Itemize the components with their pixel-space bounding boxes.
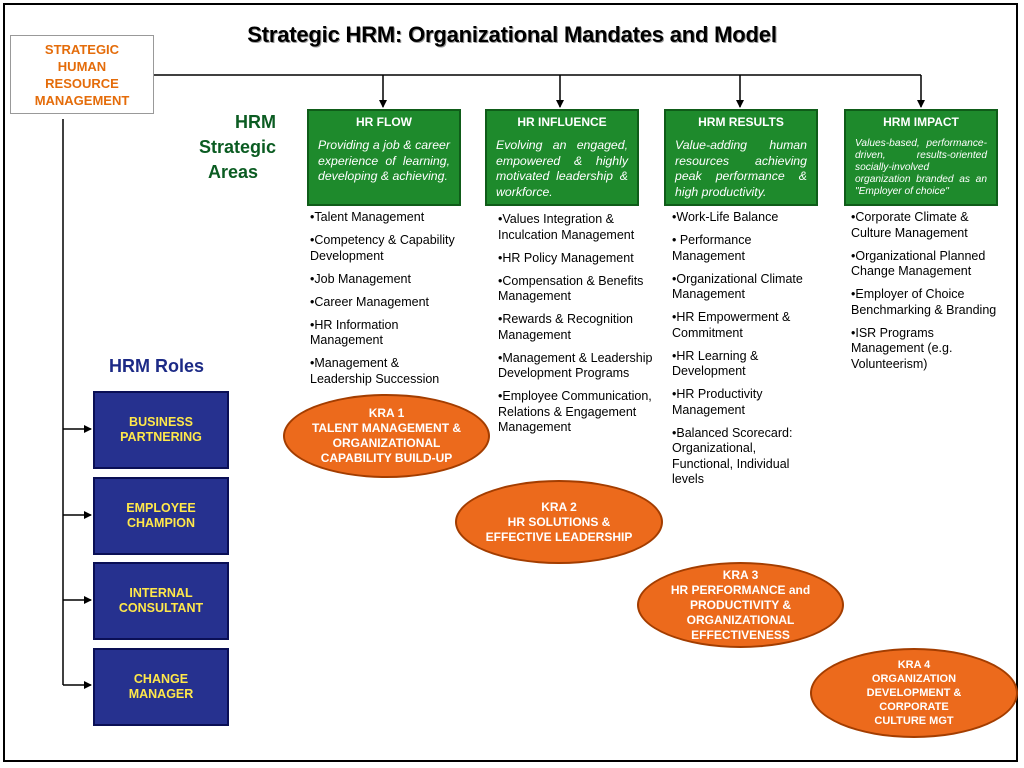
list-item: •HR Learning & Development [672,348,759,379]
area-box-hrm-results: HRM RESULTS Value-adding human resources… [664,109,818,206]
list-item: •Competency & Capability Development [310,233,455,263]
area-box-hr-flow: HR FLOW Providing a job & career experie… [307,109,461,206]
area-title: HRM RESULTS [698,115,784,129]
kra-label: KRA 1 TALENT MANAGEMENT & ORGANIZATIONAL… [311,406,462,465]
list-item: •Job Management [310,271,411,286]
list-item: •Management & Leadership Development Pro… [498,350,653,381]
page-title: Strategic HRM: Organizational Mandates a… [247,22,777,47]
slide-frame [3,3,1018,762]
area-description: Value-adding human resources achieving p… [675,138,807,199]
list-item: •Compensation & Benefits Management [498,273,644,304]
list-item: •HR Productivity Management [672,387,763,417]
areas-label-line-2: Strategic [198,137,276,157]
area-box-hrm-impact: HRM IMPACT Values-based, performance-dri… [844,109,998,206]
list-item: •HR Information Management [310,317,399,348]
list-item: •Corporate Climate & Culture Management [851,210,969,240]
area-description: Evolving an engaged, empowered & highly … [496,138,628,199]
list-item: •Organizational Planned Change Managemen… [851,248,986,279]
kra-label: KRA 2 HR SOLUTIONS & EFFECTIVE LEADERSHI… [485,499,633,544]
hr-flow-list: •Talent Management •Competency & Capabil… [310,210,460,395]
role-label: CHANGE MANAGER [128,672,194,701]
kra-2-ellipse: KRA 2 HR SOLUTIONS & EFFECTIVE LEADERSHI… [455,480,663,564]
role-label: INTERNAL CONSULTANT [118,586,204,615]
area-description: Providing a job & career experience of l… [318,138,450,183]
area-box-hr-influence: HR INFLUENCE Evolving an engaged, empowe… [485,109,639,206]
hrm-results-list: •Work-Life Balance • Performance Managem… [672,210,812,495]
areas-label-line-3: Areas [207,162,258,182]
role-change-manager: CHANGE MANAGER [93,648,229,726]
list-item: •Talent Management [310,210,425,224]
list-item: •Balanced Scorecard: Organizational, Fun… [672,425,793,487]
area-description: Values-based, performance-driven, result… [855,138,987,197]
list-item: •Management & Leadership Succession [310,356,440,386]
hrm-strategic-areas-label: HRM Strategic Areas [180,110,276,185]
strategic-hrm-box: STRATEGIC HUMAN RESOURCE MANAGEMENT [10,35,154,114]
role-label: EMPLOYEE CHAMPION [126,501,196,530]
list-item: •Values Integration & Inculcation Manage… [498,212,635,242]
hrm-roles-label: HRM Roles [109,356,205,376]
area-title: HR INFLUENCE [517,115,607,129]
role-label: BUSINESS PARTNERING [120,415,202,444]
hrm-impact-list: •Corporate Climate & Culture Management … [851,210,1001,380]
kra-label: KRA 3 HR PERFORMANCE and PRODUCTIVITY & … [670,567,811,642]
list-item: • Performance Management [672,233,752,263]
list-item: •Rewards & Recognition Management [498,312,633,342]
list-item: •ISR Programs Management (e.g. Volunteer… [851,325,953,371]
area-title: HRM IMPACT [883,115,959,129]
role-employee-champion: EMPLOYEE CHAMPION [93,477,229,555]
list-item: •Career Management [310,294,430,309]
list-item: •Organizational Climate Management [672,271,803,302]
hr-influence-list: •Values Integration & Inculcation Manage… [498,212,662,443]
kra-4-ellipse: KRA 4 ORGANIZATION DEVELOPMENT & CORPORA… [810,648,1018,738]
kra-1-ellipse: KRA 1 TALENT MANAGEMENT & ORGANIZATIONAL… [283,394,490,478]
areas-label-line-1: HRM [235,112,276,132]
list-item: •Employer of Choice Benchmarking & Brand… [851,287,997,317]
role-business-partnering: BUSINESS PARTNERING [93,391,229,469]
area-title: HR FLOW [356,115,412,129]
strategic-hrm-label: STRATEGIC HUMAN RESOURCE MANAGEMENT [34,41,130,108]
list-item: •Employee Communication, Relations & Eng… [498,389,652,434]
list-item: •HR Empowerment & Commitment [672,310,791,340]
kra-label: KRA 4 ORGANIZATION DEVELOPMENT & CORPORA… [866,659,962,727]
list-item: •Work-Life Balance [672,210,779,224]
list-item: •HR Policy Management [498,250,634,265]
role-internal-consultant: INTERNAL CONSULTANT [93,562,229,640]
kra-3-ellipse: KRA 3 HR PERFORMANCE and PRODUCTIVITY & … [637,562,844,648]
